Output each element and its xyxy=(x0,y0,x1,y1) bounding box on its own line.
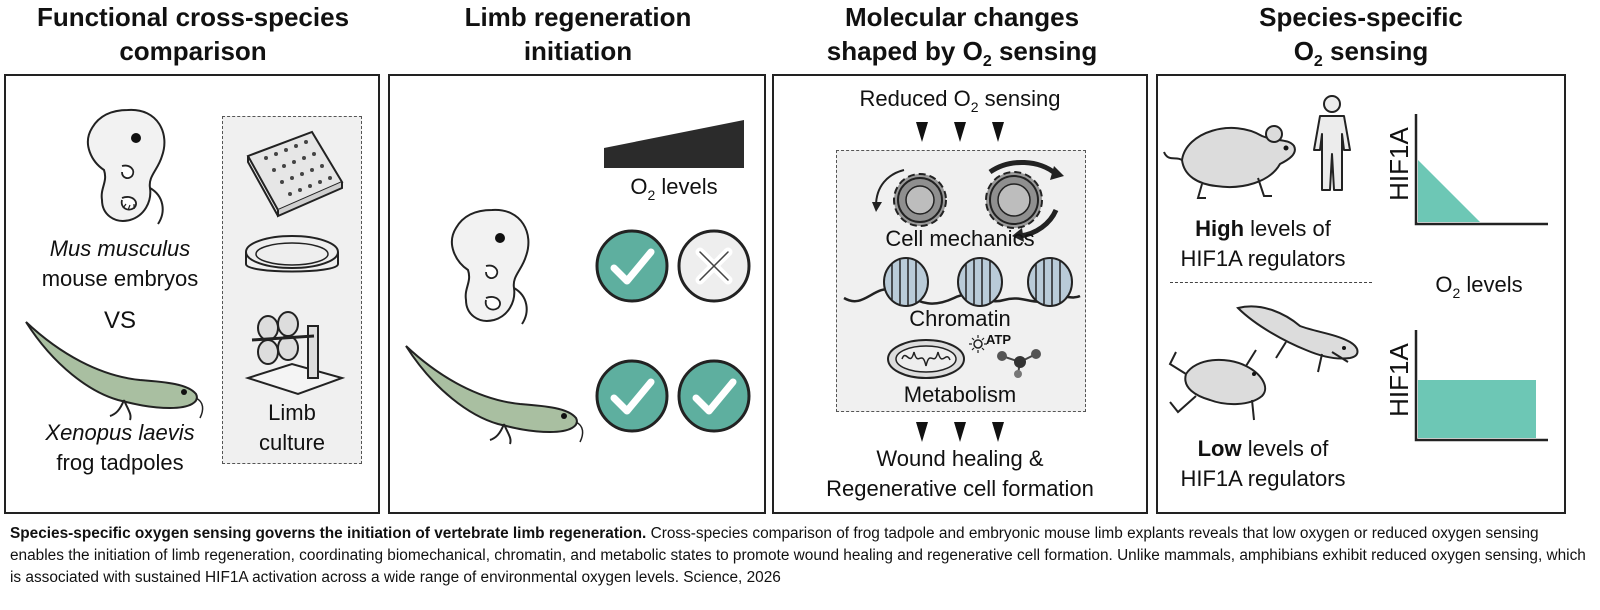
levels-text: levels xyxy=(655,174,718,199)
heading-line-1: Functional cross-species xyxy=(36,2,350,32)
mouse-label: Mus musculus mouse embryos xyxy=(20,234,220,294)
high-line-1: High levels of xyxy=(1158,214,1368,244)
chart-axes xyxy=(1414,330,1548,442)
levels-text: levels xyxy=(1460,272,1523,297)
atp-molecule-icon xyxy=(969,335,1041,378)
divider-line xyxy=(1170,282,1372,283)
heading-molecular-changes: Molecular changes shaped by O2 sensing xyxy=(772,0,1152,73)
subscript: 2 xyxy=(1313,53,1323,70)
heading-text: shaped by O xyxy=(826,36,983,66)
heading-species-specific: Species-specific O2 sensing xyxy=(1156,0,1566,73)
check-icon xyxy=(595,229,669,303)
down-arrows-bottom xyxy=(916,422,1004,442)
outcome-line-1: Wound healing & xyxy=(876,446,1044,471)
frog-description: frog tadpoles xyxy=(56,450,184,475)
o2-gradient-wedge xyxy=(604,120,744,168)
chromatin-label: Chromatin xyxy=(909,306,1011,331)
subscript: 2 xyxy=(970,99,979,115)
axolotl-illustration xyxy=(1236,305,1359,373)
o2-levels-axis-label: O2 levels xyxy=(1414,270,1544,302)
figure-caption: Species-specific oxygen sensing governs … xyxy=(10,523,1590,589)
low-bold: Low xyxy=(1197,436,1242,461)
roller-culture-icon xyxy=(244,311,346,396)
reduced-o2-label: Reduced O2 sensing xyxy=(774,84,1146,116)
outcome-label: Wound healing & Regenerative cell format… xyxy=(774,444,1146,504)
panel-molecular-changes: Reduced O2 sensing Cell mechanics xyxy=(772,74,1148,514)
panel-limb-regeneration: O2 levels xyxy=(388,74,766,514)
heading-line-2: comparison xyxy=(119,36,267,66)
limb-culture-line-1: Limb xyxy=(268,400,316,425)
limb-culture-label: Limb culture xyxy=(222,398,362,458)
down-arrows-top xyxy=(916,122,1004,142)
chromatin-icon xyxy=(843,257,1081,307)
high-regulators-label: High levels of HIF1A regulators xyxy=(1158,214,1368,274)
human-icon xyxy=(1313,95,1351,191)
o2-levels-label: O2 levels xyxy=(604,172,744,204)
subscript: 2 xyxy=(647,187,656,203)
check-icon xyxy=(595,359,669,433)
hif1a-decline-area xyxy=(1418,160,1480,222)
hif1a-axis-label: HIF1A xyxy=(1384,127,1414,201)
gear-icon xyxy=(872,169,947,227)
reduced-o2-text: Reduced O xyxy=(859,86,971,111)
high-bold: High xyxy=(1195,216,1245,241)
heading-text: O xyxy=(1293,36,1314,66)
subscript: 2 xyxy=(982,53,992,70)
heading-line-2: initiation xyxy=(523,36,633,66)
high-line-2: HIF1A regulators xyxy=(1180,246,1346,271)
cross-icon xyxy=(677,229,751,303)
hif1a-high-regulators-chart: HIF1A xyxy=(1384,114,1548,226)
subscript: 2 xyxy=(1452,285,1461,301)
heading-limb-regeneration: Limb regeneration initiation xyxy=(388,0,768,68)
check-icon xyxy=(677,359,751,433)
heading-line-2: shaped by O2 sensing xyxy=(772,34,1152,73)
mouse-description: mouse embryos xyxy=(41,266,199,291)
low-rest: levels of xyxy=(1241,436,1329,461)
chart-axes xyxy=(1414,114,1548,226)
hif1a-axis-label: HIF1A xyxy=(1384,343,1414,417)
metabolism-label: Metabolism xyxy=(903,382,1017,407)
sensing-text: sensing xyxy=(978,86,1061,111)
heading-line-1: Species-specific xyxy=(1259,2,1463,32)
heading-line-1: Molecular changes xyxy=(844,2,1080,32)
panel-cross-species: Mus musculus mouse embryos VS Xenopus la… xyxy=(4,74,380,514)
heading-line-1: Limb regeneration xyxy=(464,2,692,32)
o2-text: O xyxy=(630,174,648,199)
tadpole-illustration xyxy=(25,321,204,421)
low-regulators-label: Low levels of HIF1A regulators xyxy=(1158,434,1368,494)
frog-label: Xenopus laevis frog tadpoles xyxy=(20,418,220,478)
mouse-illustration xyxy=(1163,125,1296,199)
mitochondria-icon xyxy=(887,339,965,379)
vs-label: VS xyxy=(103,307,136,334)
cell-mechanics-label: Cell mechanics xyxy=(885,226,1035,251)
well-plate-icon xyxy=(246,130,344,218)
caption-title: Species-specific oxygen sensing governs … xyxy=(10,525,647,542)
gear-icon xyxy=(985,159,1064,242)
panel-species-specific: High levels of HIF1A regulators Low leve… xyxy=(1156,74,1566,514)
atp-label: ATP xyxy=(986,332,1012,347)
heading-text: sensing xyxy=(991,36,1098,66)
heading-functional-comparison: Functional cross-species comparison xyxy=(0,0,386,68)
heading-line-2: O2 sensing xyxy=(1156,34,1566,73)
low-line-2: HIF1A regulators xyxy=(1180,466,1346,491)
mouse-embryo-illustration xyxy=(86,108,166,225)
hif1a-low-regulators-chart: HIF1A xyxy=(1384,330,1548,442)
tadpole-illustration xyxy=(405,345,584,445)
o2-text: O xyxy=(1435,272,1453,297)
high-rest: levels of xyxy=(1244,216,1331,241)
low-line-1: Low levels of xyxy=(1158,434,1368,464)
outcome-line-2: Regenerative cell formation xyxy=(826,476,1094,501)
hif1a-sustained-area xyxy=(1418,380,1536,438)
heading-text: sensing xyxy=(1322,36,1429,66)
frog-species-name: Xenopus laevis xyxy=(45,420,195,445)
frog-illustration xyxy=(1168,349,1267,421)
caption-body: Cross-species comparison of frog tadpole… xyxy=(10,525,1586,586)
petri-dish-icon xyxy=(245,235,339,273)
mouse-embryo-illustration xyxy=(450,208,530,325)
limb-culture-line-2: culture xyxy=(258,430,326,455)
mouse-species-name: Mus musculus xyxy=(49,236,191,261)
